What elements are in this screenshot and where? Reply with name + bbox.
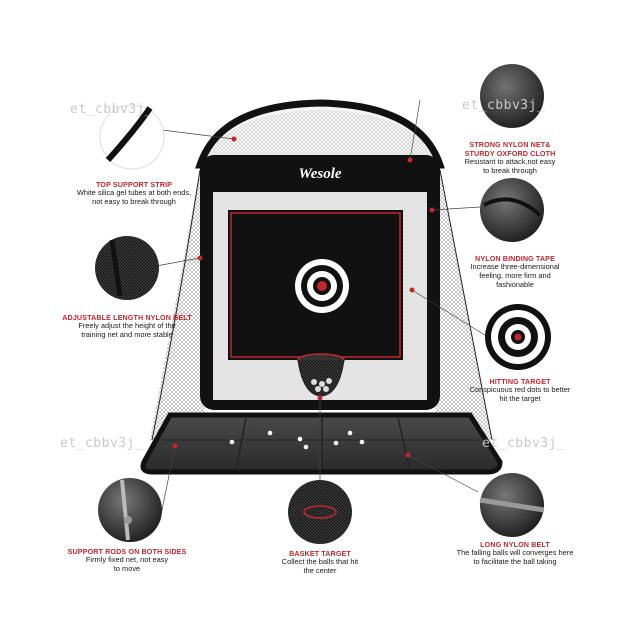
feature-title: SUPPORT RODS ON BOTH SIDES bbox=[67, 547, 187, 556]
callout-dots bbox=[172, 136, 435, 458]
watermark: et_cbbv3j_ bbox=[70, 102, 154, 117]
feature-long-nylon-belt: LONG NYLON BELT The falling balls will c… bbox=[440, 540, 590, 567]
side-nets bbox=[150, 169, 493, 441]
feature-desc: fashionable bbox=[496, 279, 534, 289]
brand-logo: Wesole bbox=[298, 166, 341, 182]
feature-desc: the center bbox=[303, 565, 337, 575]
feature-hitting-target: HITTING TARGET Conspicuous red dots to b… bbox=[450, 377, 590, 404]
top-canopy bbox=[195, 99, 445, 169]
feature-basket-target: BASKET TARGET Collect the balls that hit… bbox=[262, 549, 378, 576]
feature-title: ADJUSTABLE LENGTH NYLON BELT bbox=[62, 313, 192, 322]
feature-desc: Freely adjust the height of the bbox=[78, 321, 176, 330]
detail-long-nylon-belt bbox=[479, 473, 545, 537]
detail-support-rods bbox=[98, 478, 162, 542]
feature-title: LONG NYLON BELT bbox=[480, 540, 550, 549]
feature-desc: The falling balls will converges here bbox=[456, 548, 574, 557]
detail-top-support-strip bbox=[99, 104, 165, 170]
feature-title: TOP SUPPORT STRIP bbox=[95, 180, 173, 189]
feature-support-rods: SUPPORT RODS ON BOTH SIDES Firmly fixed … bbox=[52, 547, 202, 574]
feature-desc: to break through bbox=[483, 165, 537, 175]
watermark: et_cbbv3j_ bbox=[60, 436, 144, 451]
feature-strong-nylon-net: STRONG NYLON NET& STURDY OXFORD CLOTH Re… bbox=[440, 140, 580, 176]
feature-desc: White silica gel tubes at both ends, bbox=[76, 188, 192, 197]
feature-adjustable-nylon-belt: ADJUSTABLE LENGTH NYLON BELT Freely adju… bbox=[52, 313, 202, 340]
detail-adjustable-belt bbox=[95, 236, 159, 300]
feature-desc: feeling, more firm and bbox=[479, 270, 551, 280]
detail-nylon-binding-tape bbox=[480, 178, 544, 242]
feature-title: STURDY OXFORD CLOTH bbox=[464, 149, 556, 158]
feature-title: STRONG NYLON NET& bbox=[469, 140, 551, 149]
detail-strong-nylon-net bbox=[480, 64, 544, 128]
feature-nylon-binding-tape: NYLON BINDING TAPE Increase three-dimens… bbox=[450, 254, 580, 289]
feature-desc: Firmly fixed net, not easy bbox=[85, 555, 169, 564]
floor-mat bbox=[140, 412, 503, 475]
feature-top-support-strip: TOP SUPPORT STRIP White silica gel tubes… bbox=[58, 180, 210, 207]
watermark: et_cbbv3j_ bbox=[462, 98, 546, 113]
feature-desc: Conspicuous red dots to better bbox=[469, 385, 571, 394]
feature-desc: Increase three-dimensional bbox=[470, 262, 560, 271]
feature-desc: to move bbox=[113, 563, 141, 573]
feature-desc: hit the target bbox=[499, 393, 541, 403]
watermark: et_cbbv3j_ bbox=[482, 436, 566, 451]
callout-lines bbox=[144, 99, 489, 521]
feature-title: NYLON BINDING TAPE bbox=[475, 254, 555, 263]
feature-desc: training net and more stable bbox=[81, 329, 173, 339]
feature-desc: not easy to break through bbox=[92, 196, 176, 206]
feature-desc: Resistant to attack,not easy bbox=[464, 157, 556, 166]
feature-title: HITTING TARGET bbox=[489, 377, 551, 386]
detail-hitting-target bbox=[485, 304, 551, 370]
feature-title: BASKET TARGET bbox=[289, 549, 351, 558]
basket-target bbox=[297, 353, 345, 397]
feature-desc: Collect the balls that hit bbox=[281, 557, 359, 566]
feature-desc: to facilitate the ball taking bbox=[473, 556, 557, 566]
detail-basket-target bbox=[288, 480, 352, 544]
bullseye-target bbox=[295, 259, 349, 313]
